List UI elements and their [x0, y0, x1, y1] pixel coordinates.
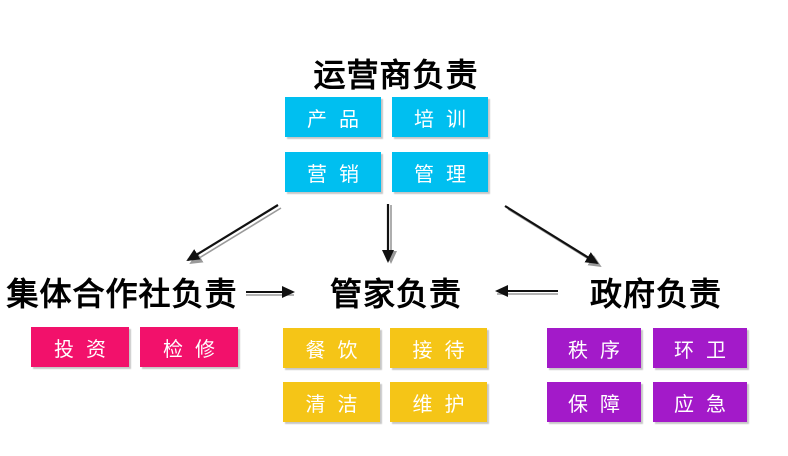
government-box-security: 保障 [547, 382, 641, 422]
cooperative-title: 集体合作社负责 [6, 276, 238, 312]
government-box-grid: 秩序 环卫 保障 应急 [547, 328, 747, 422]
butler-box-cleaning: 清洁 [283, 382, 380, 422]
government-box-emergency: 应急 [653, 382, 747, 422]
butler-box-catering: 餐饮 [283, 328, 380, 368]
butler-box-reception: 接待 [390, 328, 487, 368]
butler-box-grid: 餐饮 接待 清洁 维护 [283, 328, 487, 422]
butler-title: 管家负责 [329, 276, 462, 312]
operator-box-training: 培训 [392, 97, 488, 137]
operator-box-grid: 产品 培训 营销 管理 [285, 97, 488, 192]
arrow-operator-to-cooperative [186, 204, 282, 265]
cooperative-box-grid: 投资 检修 [31, 327, 238, 367]
butler-box-maintenance: 维护 [390, 382, 487, 422]
arrow-operator-to-butler [382, 204, 397, 264]
operator-box-product: 产品 [285, 97, 381, 137]
operator-box-marketing: 营销 [285, 152, 381, 192]
arrow-cooperative-to-butler [246, 286, 295, 298]
cooperative-box-investment: 投资 [31, 327, 129, 367]
cooperative-box-overhaul: 检修 [140, 327, 238, 367]
government-box-order: 秩序 [547, 328, 641, 368]
operator-box-management: 管理 [392, 152, 488, 192]
arrow-government-to-butler [495, 285, 558, 297]
operator-title: 运营商负责 [313, 57, 479, 93]
arrow-operator-to-government [504, 205, 602, 268]
government-box-sanitation: 环卫 [653, 328, 747, 368]
government-title: 政府负责 [589, 276, 722, 312]
